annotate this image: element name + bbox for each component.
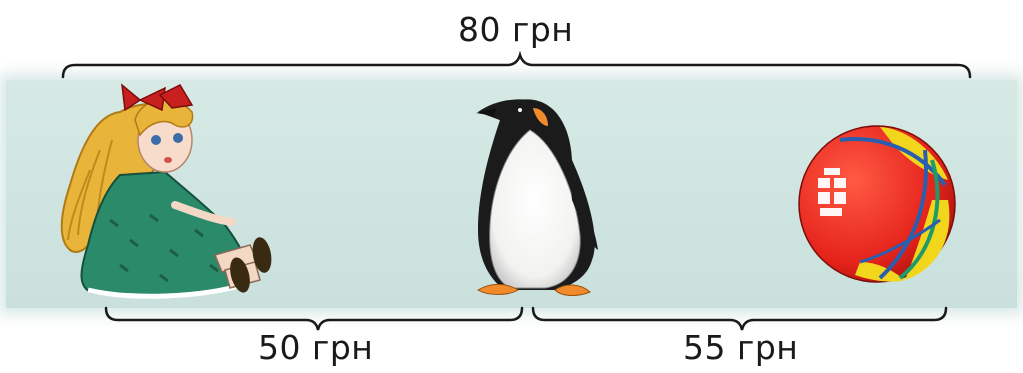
penguin-image <box>476 99 598 296</box>
penguin-ball-price-label: 55 грн <box>683 328 799 367</box>
total-price-label: 80 грн <box>458 10 574 49</box>
penguin-ball-brace <box>531 306 948 331</box>
total-brace <box>61 50 972 79</box>
doll-penguin-price-label: 50 грн <box>258 328 374 367</box>
doll-image <box>60 83 272 299</box>
ball-image <box>798 125 956 283</box>
doll-penguin-brace <box>104 306 524 331</box>
